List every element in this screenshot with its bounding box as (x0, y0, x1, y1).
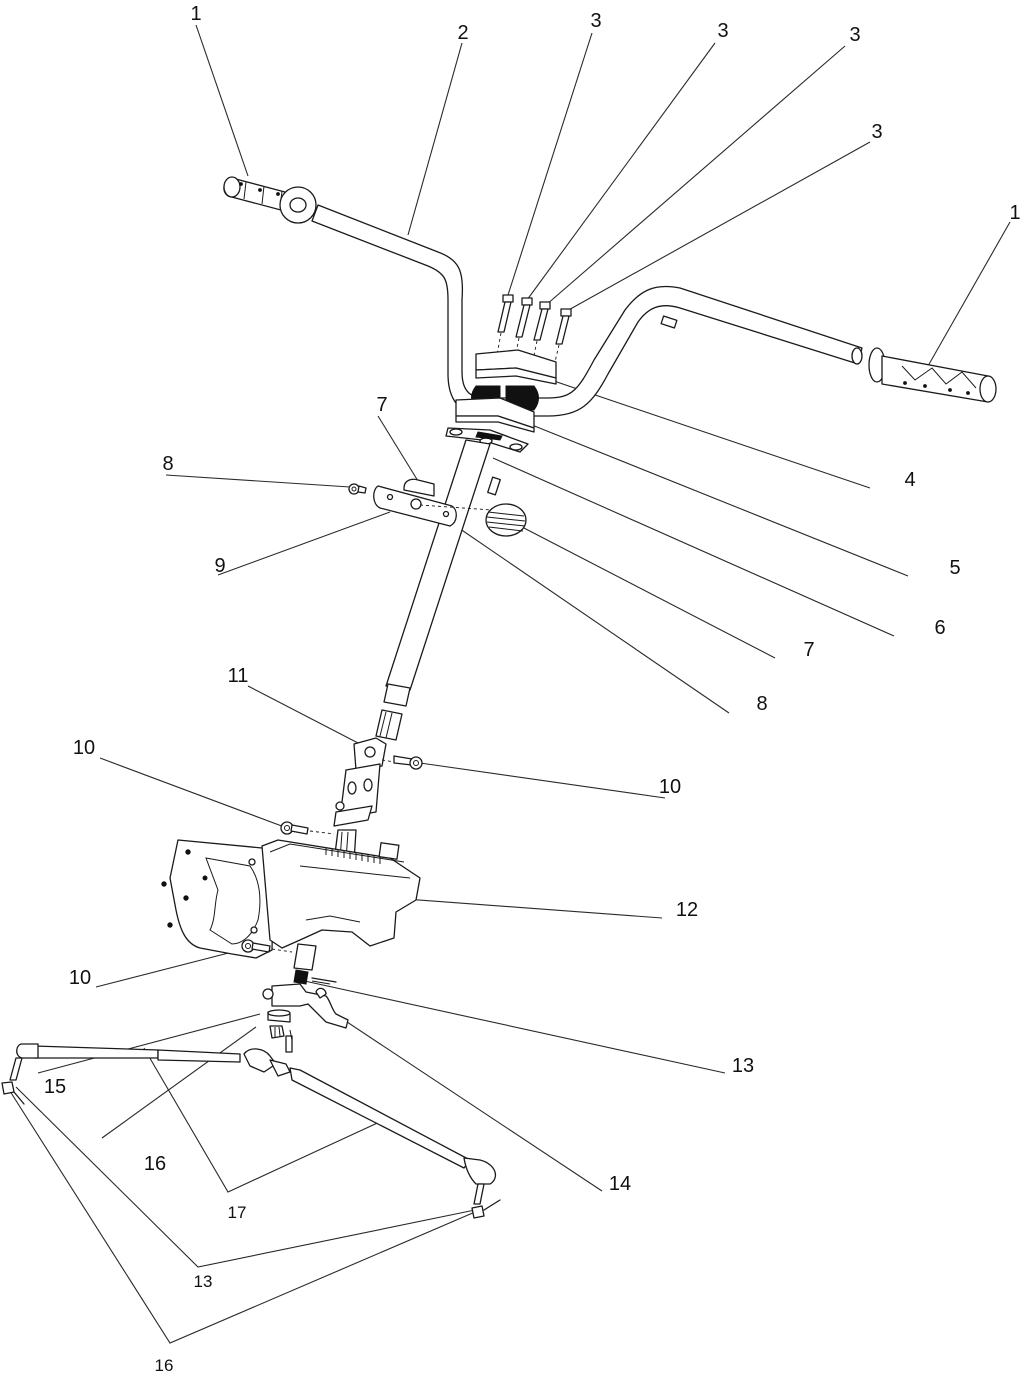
pitman-arm (262, 983, 349, 1029)
leader-14 (334, 1013, 603, 1192)
leader-10a (99, 757, 288, 829)
callout-6: 6 (934, 617, 945, 639)
callout-3d: 3 (871, 121, 882, 143)
callout-1-right: 1 (1009, 202, 1020, 224)
leader-3b (526, 42, 716, 301)
leader-3d (564, 141, 871, 313)
callout-16-middle: 16 (144, 1153, 166, 1175)
callout-7-top: 7 (376, 394, 387, 416)
callout-8-left: 8 (162, 453, 173, 475)
leader-lines (7, 24, 1011, 1344)
upper-clamp (475, 349, 557, 385)
callout-13-right: 13 (732, 1055, 754, 1077)
leader-8a (165, 474, 351, 488)
callout-16-bottom: 16 (155, 1356, 174, 1375)
grip-right (868, 347, 997, 403)
tie-rod-left (9, 1043, 241, 1081)
bolt-3c (532, 301, 551, 361)
leader-3c (545, 45, 846, 306)
callout-10-upper-left: 10 (73, 737, 95, 759)
leader-13b (15, 1086, 476, 1268)
handlebar (311, 204, 863, 417)
leader-1-left (195, 24, 249, 177)
callout-3b: 3 (717, 20, 728, 42)
callout-labels: 1 2 3 3 3 3 1 4 5 6 7 7 8 8 9 11 10 10 1… (44, 3, 1021, 1375)
cooling-fins (325, 848, 381, 864)
power-steering-unit (161, 829, 421, 985)
lower-clamp (455, 397, 535, 433)
leader-10b (419, 762, 666, 799)
callout-10-lower-left: 10 (69, 967, 91, 989)
callout-1-left: 1 (190, 3, 201, 25)
leader-11 (247, 685, 359, 744)
nut-8 (348, 483, 367, 495)
leader-10c (95, 947, 249, 988)
leader-9 (217, 511, 391, 576)
castle-nut-16-center (269, 1025, 285, 1039)
bolt-3a (496, 294, 514, 356)
callout-11: 11 (228, 665, 249, 687)
bolt-3d (554, 308, 572, 363)
bushing-7 (485, 503, 527, 537)
callout-7-right: 7 (803, 639, 814, 661)
leader-6 (492, 457, 895, 637)
callout-3c: 3 (849, 24, 860, 46)
leader-16b (7, 1087, 476, 1344)
grip-left (223, 176, 317, 224)
leader-8b (449, 521, 730, 714)
leader-3a (507, 32, 593, 296)
callout-9: 9 (214, 555, 225, 577)
callout-5: 5 (949, 557, 960, 579)
clamp-bolts (496, 294, 572, 363)
column-bracket (373, 478, 493, 527)
castle-nut-16-left (1, 1081, 25, 1105)
universal-joint (333, 737, 423, 827)
callout-17: 17 (228, 1203, 247, 1222)
callout-2: 2 (457, 22, 468, 44)
bar-end (851, 347, 863, 365)
leader-13a (299, 979, 726, 1074)
center-link (243, 1029, 293, 1077)
callout-13-bottom: 13 (194, 1272, 213, 1291)
column-tab (487, 476, 501, 496)
leader-1-right (927, 221, 1011, 367)
tie-rod-right (289, 1067, 497, 1205)
callout-10-right: 10 (659, 776, 681, 798)
bolt-10-upper (280, 821, 335, 835)
cotter-pin-13-upper (311, 977, 337, 985)
bolt-10-lower (241, 939, 293, 953)
leader-15 (37, 1013, 261, 1074)
bar-tab (660, 315, 678, 329)
leader-16a (101, 1026, 257, 1139)
callout-4: 4 (904, 469, 915, 491)
leader-7b (521, 526, 776, 659)
leader-4 (547, 378, 871, 489)
callout-12: 12 (676, 899, 698, 921)
steering-column (375, 427, 529, 741)
leader-2 (407, 42, 463, 236)
callout-8-right: 8 (756, 693, 767, 715)
washer-15 (267, 1009, 291, 1023)
leader-5 (531, 424, 909, 577)
callout-3a: 3 (590, 10, 601, 32)
leader-7a (377, 415, 419, 482)
callout-14: 14 (609, 1173, 631, 1195)
leader-17 (143, 1047, 387, 1193)
bolt-3b (514, 297, 533, 359)
bracket-bolt-head (410, 498, 422, 510)
castle-nut-16-right (471, 1199, 501, 1219)
callout-15: 15 (44, 1076, 66, 1098)
